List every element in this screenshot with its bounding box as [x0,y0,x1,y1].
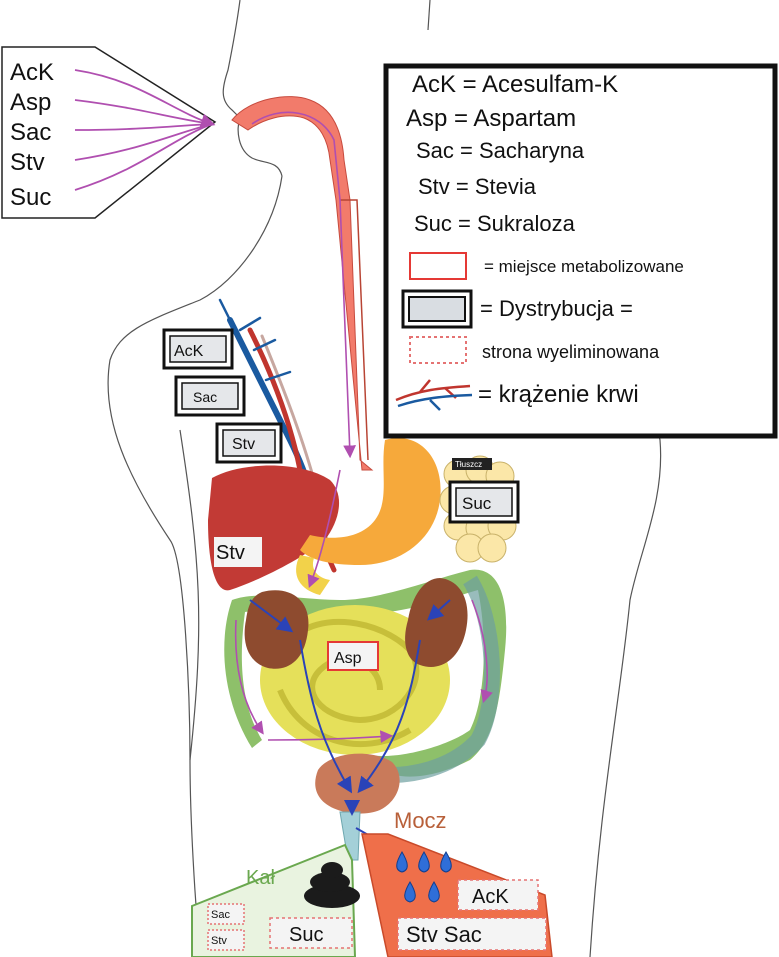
blood-vessel-icon [395,379,473,411]
legend-abbrev: Asp = Aspartam [406,105,576,132]
feces-tag: Sac [211,909,230,921]
intake-callout [1,46,217,219]
stool-icon [304,862,360,908]
vessel-tag: Sac [193,389,217,405]
intake-item: Suc [10,184,51,211]
kidneys [244,578,468,669]
intake-item: Stv [10,149,45,176]
tag-boxes [162,328,547,951]
bladder [315,753,400,814]
intake-labels: AcK Asp Sac Stv Suc [10,59,54,211]
legend-blood: = krążenie krwi [478,381,639,408]
gut-tag: Asp [334,650,362,667]
intake-item: Asp [10,89,51,116]
liver-tag: Stv [216,542,245,564]
legend-metabolized: = miejsce metabolizowane [484,257,684,276]
legend-abbrev: Sac = Sacharyna [416,138,585,163]
vessel-tag: Stv [232,436,255,453]
legend-distribution: = Dystrybucja = [480,296,633,321]
liver [208,465,340,591]
droplet-icon [396,851,452,903]
urine-tag: Stv Sac [406,922,482,947]
legend-abbrev: Stv = Stevia [418,174,537,199]
feces-title: Kał [246,867,275,889]
fat-tag: Suc [462,494,492,513]
intake-item: AcK [10,59,54,86]
legend-text: AcK = Acesulfam-K Asp = Aspartam Sac = S… [406,71,684,408]
esophagus [231,96,374,471]
vessel-tag: AcK [174,343,204,360]
legend-abbrev: AcK = Acesulfam-K [412,71,618,98]
legend-box [383,63,778,439]
fat-label: Tłuszcz [455,460,482,469]
feces-tag: Suc [289,924,323,946]
feces-tag: Stv [211,935,227,947]
legend-abbrev: Suc = Sukraloza [414,211,576,236]
tag-labels: AcK Sac Stv Tłuszcz Suc Stv Asp Kał Sac … [174,343,509,947]
legend-eliminated: strona wyeliminowana [482,342,660,362]
urine-tag: AcK [472,886,509,908]
urine-title: Mocz [394,808,447,833]
flow-arrows [234,469,493,744]
intake-item: Sac [10,119,51,146]
stomach [300,438,441,565]
